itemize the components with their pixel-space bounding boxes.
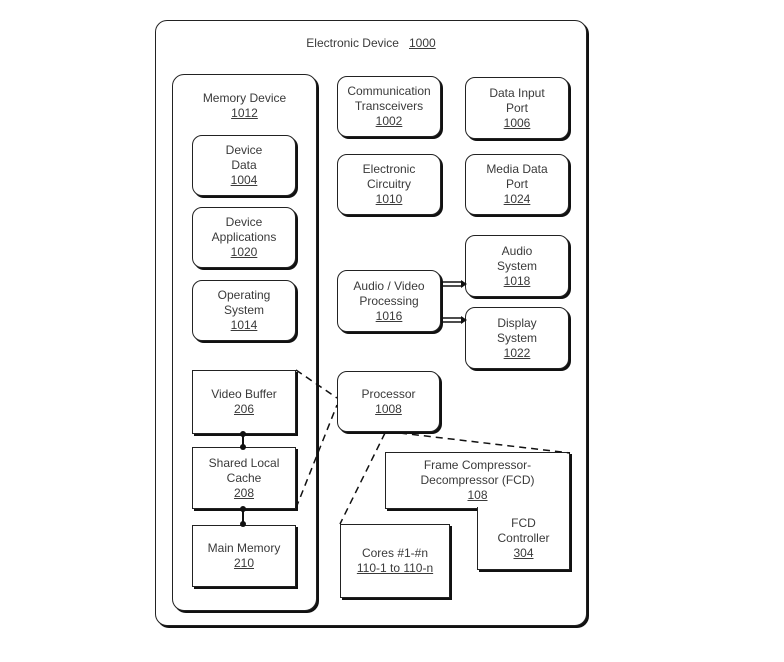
electronic-device-title: Electronic Device 1000 [156,36,586,51]
device-applications-block: Device Applications 1020 [192,207,296,268]
block-ref: 1018 [503,273,531,288]
block-ref: 1022 [503,345,531,360]
block-ref: 206 [233,402,255,416]
block-label: Cores #1-#n [361,546,429,560]
block-label: Display [497,315,537,330]
block-label: Device [225,215,263,229]
block-label: Processor [361,386,416,401]
block-label: Main Memory [207,541,281,555]
block-ref: 1008 [375,401,402,416]
audio-video-processing-block: Audio / Video Processing 1016 [337,270,441,332]
block-label: Processing [359,293,419,308]
block-label: Data [231,158,257,172]
data-input-port-block: Data Input Port 1006 [465,77,569,139]
block-label: Audio / Video [353,278,425,293]
display-system-block: Display System 1022 [465,307,569,369]
block-label: System [496,258,537,273]
block-label: Media Data [486,162,548,176]
operating-system-block: Operating System 1014 [192,280,296,341]
block-ref: 210 [233,556,255,570]
block-label: Video Buffer [211,387,277,401]
fcd-controller-block: FCD Controller 304 [477,507,570,570]
block-label: Frame Compressor- [423,458,532,472]
communication-transceivers-block: Communication Transceivers 1002 [337,76,441,137]
fcd-block: Frame Compressor- Decompressor (FCD) 108 [385,452,570,509]
device-ref: 1000 [409,36,436,50]
block-ref: 1020 [230,245,258,259]
block-label: Port [505,100,528,115]
device-title-text: Electronic Device [306,36,399,50]
block-ref: 110-1 to 110-n [356,561,434,575]
block-label: Applications [211,230,277,244]
memory-device-ref: 1012 [231,106,258,120]
block-ref: 1006 [503,115,531,130]
block-label: Communication [347,84,431,98]
block-label: FCD [511,515,536,530]
media-data-port-block: Media Data Port 1024 [465,154,569,215]
block-label: Device [225,143,263,157]
block-label: Controller [497,530,550,545]
block-ref: 1002 [375,114,403,128]
main-memory-block: Main Memory 210 [192,525,296,587]
block-label: Audio [501,243,533,258]
block-label: Decompressor (FCD) [420,473,535,487]
block-label: Data Input [489,85,545,100]
block-label: Shared Local [208,455,280,470]
block-ref: 208 [233,485,255,500]
processor-block: Processor 1008 [337,371,440,432]
block-ref: 1010 [375,192,403,206]
block-ref: 1016 [375,308,403,323]
block-ref: 304 [513,545,534,560]
memory-device-title: Memory Device 1012 [173,91,316,121]
device-data-block: Device Data 1004 [192,135,296,196]
block-ref: 1014 [230,318,258,332]
block-label: Port [505,177,528,191]
video-buffer-block: Video Buffer 206 [192,370,296,434]
memory-device-label: Memory Device [202,91,287,105]
block-ref: 1024 [503,192,531,206]
block-label: System [223,303,264,317]
shared-local-cache-block: Shared Local Cache 208 [192,447,296,509]
block-ref: 108 [467,488,488,502]
block-label: Electronic [362,162,416,176]
block-ref: 1004 [230,173,258,187]
block-label: Cache [226,470,262,485]
block-label: Circuitry [367,177,411,191]
cores-block: Cores #1-#n 110-1 to 110-n [340,524,450,598]
block-label: Transceivers [354,99,424,113]
electronic-circuitry-block: Electronic Circuitry 1010 [337,154,441,215]
block-label: Operating [217,288,271,302]
audio-system-block: Audio System 1018 [465,235,569,297]
block-label: System [496,330,537,345]
